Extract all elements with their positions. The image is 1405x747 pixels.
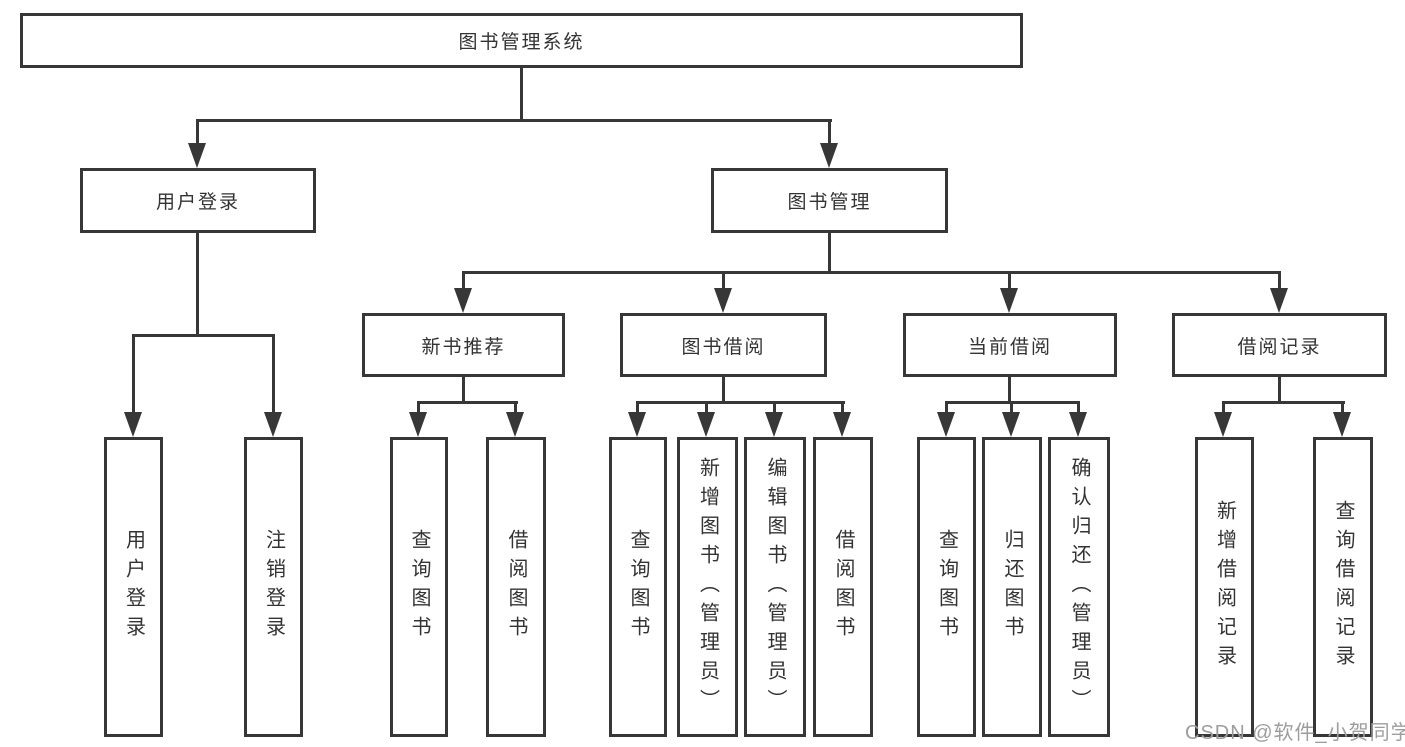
- arrow-down-icon: [833, 412, 851, 437]
- arrow-down-icon: [454, 288, 472, 313]
- connector-drop: [196, 119, 199, 147]
- node-new-book-recommendation: 新书推荐: [362, 313, 565, 377]
- node-book-management: 图书管理: [711, 168, 948, 233]
- node-label: 借阅图书: [505, 529, 527, 645]
- connector-drop: [1077, 401, 1080, 413]
- arrow-down-icon: [1270, 288, 1288, 313]
- node-label: 查询图书: [935, 529, 958, 645]
- connector-drop: [417, 401, 420, 413]
- node-leaf-user-login: 用户登录: [104, 437, 163, 737]
- node-label: 归还图书: [1001, 529, 1023, 645]
- node-label: 确认归还（管理员）: [1068, 456, 1090, 718]
- node-borrowing-records: 借阅记录: [1172, 313, 1387, 377]
- arrow-down-icon: [264, 412, 282, 437]
- connector-bar: [132, 334, 275, 337]
- connector-drop: [514, 401, 517, 413]
- arrow-down-icon: [1214, 412, 1232, 437]
- connector-bar: [462, 271, 1281, 274]
- node-label: 新增图书（管理员）: [696, 456, 719, 718]
- node-leaf-borrow-books-recommend: 借阅图书: [486, 437, 546, 737]
- arrow-down-icon: [1333, 412, 1351, 437]
- connector-drop: [945, 401, 948, 413]
- node-label: 借阅图书: [832, 529, 854, 645]
- node-label: 编辑图书（管理员）: [764, 456, 786, 718]
- node-leaf-add-books-admin: 新增图书（管理员）: [677, 437, 738, 737]
- arrow-down-icon: [820, 143, 838, 168]
- connector-drop: [1278, 271, 1281, 290]
- connector-drop: [1222, 401, 1225, 413]
- arrow-down-icon: [1069, 412, 1087, 437]
- arrow-down-icon: [506, 412, 524, 437]
- node-label: 新增借阅记录: [1213, 500, 1236, 674]
- connector-drop: [1010, 401, 1013, 413]
- connector-drop: [1341, 401, 1344, 413]
- node-leaf-confirm-return-admin: 确认归还（管理员）: [1048, 437, 1110, 737]
- arrow-down-icon: [937, 412, 955, 437]
- connector-drop: [722, 271, 725, 290]
- node-leaf-query-books-recommend: 查询图书: [390, 437, 448, 737]
- connector-root-bar: [196, 119, 832, 122]
- arrow-down-icon: [1000, 288, 1018, 313]
- node-leaf-borrow-books: 借阅图书: [813, 437, 873, 737]
- node-label: 图书管理: [787, 192, 872, 213]
- connector-bar: [417, 401, 518, 404]
- node-label: 注销登录: [262, 529, 285, 645]
- arrow-down-icon: [714, 288, 732, 313]
- node-leaf-query-books-current: 查询图书: [917, 437, 976, 737]
- node-label: 新书推荐: [421, 336, 506, 358]
- arrow-down-icon: [1002, 412, 1020, 437]
- arrow-down-icon: [697, 412, 715, 437]
- connector-drop: [132, 334, 135, 414]
- node-label: 查询图书: [408, 529, 430, 645]
- connector-stem: [1278, 377, 1281, 404]
- connector-drop: [828, 119, 831, 147]
- connector-bar: [1222, 401, 1345, 404]
- connector-drop: [773, 401, 776, 413]
- arrow-down-icon: [124, 412, 142, 437]
- connector-stem: [828, 233, 831, 273]
- node-label: 查询借阅记录: [1332, 500, 1354, 674]
- node-label: 图书借阅: [681, 336, 766, 358]
- node-leaf-query-borrow-record: 查询借阅记录: [1313, 437, 1373, 737]
- node-label: 当前借阅: [967, 336, 1052, 358]
- connector-stem: [1008, 377, 1011, 404]
- connector-drop: [841, 401, 844, 413]
- node-leaf-add-borrow-record: 新增借阅记录: [1195, 437, 1254, 737]
- arrow-down-icon: [765, 412, 783, 437]
- node-library-management-system: 图书管理系统: [20, 13, 1023, 68]
- arrow-down-icon: [628, 412, 646, 437]
- node-leaf-edit-books-admin: 编辑图书（管理员）: [744, 437, 806, 737]
- connector-drop: [705, 401, 708, 413]
- node-user-login-branch: 用户登录: [80, 168, 316, 233]
- connector-stem: [196, 233, 199, 337]
- node-current-borrowing: 当前借阅: [903, 313, 1117, 377]
- node-label: 查询图书: [627, 529, 649, 645]
- node-book-borrowing: 图书借阅: [620, 313, 827, 377]
- node-label: 图书管理系统: [458, 32, 585, 53]
- connector-bar: [636, 401, 845, 404]
- connector-drop: [272, 334, 275, 414]
- connector-stem: [722, 377, 725, 404]
- arrow-down-icon: [188, 143, 206, 168]
- connector-drop: [1008, 271, 1011, 290]
- node-leaf-return-books: 归还图书: [982, 437, 1042, 737]
- node-label: 借阅记录: [1237, 336, 1322, 358]
- connector-root-stem: [520, 66, 523, 120]
- node-leaf-query-books-borrowing: 查询图书: [609, 437, 667, 737]
- node-label: 用户登录: [122, 529, 145, 645]
- node-leaf-logout: 注销登录: [244, 437, 303, 737]
- connector-drop: [462, 271, 465, 290]
- connector-drop: [636, 401, 639, 413]
- csdn-watermark: CSDN @软件_小贺同学: [1185, 722, 1405, 744]
- node-label: 用户登录: [155, 192, 240, 213]
- arrow-down-icon: [409, 412, 427, 437]
- connector-stem: [462, 377, 465, 404]
